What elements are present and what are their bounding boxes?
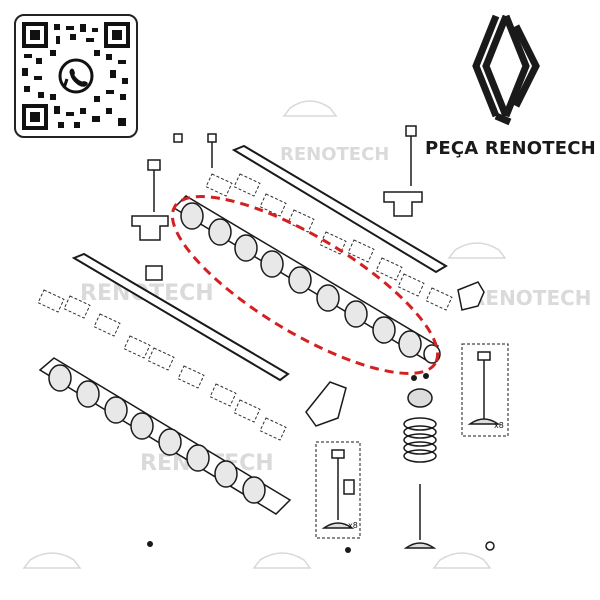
valve-qty-label-left: x8 [348, 521, 358, 530]
brand-name: PEÇA RENOTECH [425, 138, 596, 159]
upper-rocker-arms [205, 173, 453, 311]
right-valve-assembly [403, 281, 509, 549]
watermark-1: RENOTECH [280, 144, 389, 165]
lower-rocker-arms [37, 289, 287, 441]
small-parts [147, 373, 495, 553]
lower-camshaft [38, 357, 292, 515]
qr-code-icon[interactable] [14, 14, 138, 138]
upper-bolts [131, 125, 423, 281]
left-valve-assembly [305, 381, 361, 539]
upper-rocker-shaft [231, 144, 448, 274]
valve-qty-label-right: x8 [494, 421, 504, 430]
camshaft-highlight-outline [170, 195, 440, 375]
watermark-car-silhouettes [22, 100, 507, 569]
qr-code-pattern [22, 22, 130, 130]
watermark-3: RENOTECH [470, 286, 592, 310]
renault-diamond-logo [472, 14, 540, 126]
lower-rocker-shaft [71, 252, 290, 382]
whatsapp-icon [58, 58, 94, 94]
